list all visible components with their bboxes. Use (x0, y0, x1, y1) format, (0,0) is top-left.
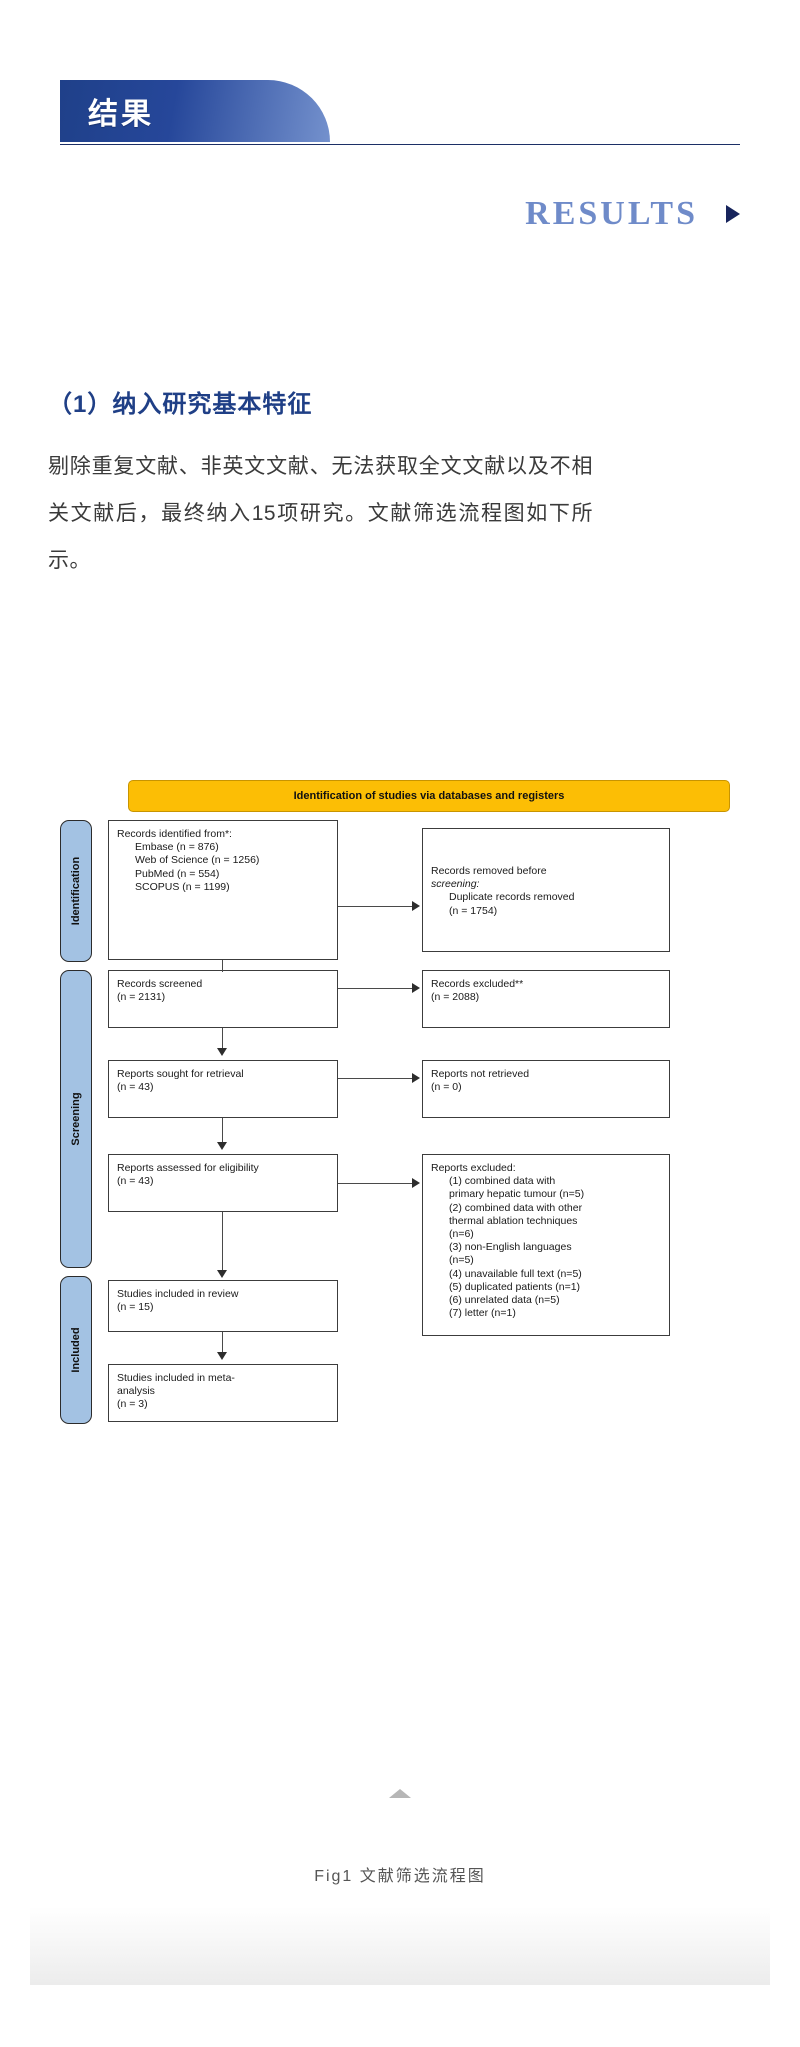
node-line: screening: (431, 878, 480, 891)
connector (222, 960, 224, 972)
node-line: (n=6) (449, 1228, 474, 1241)
node-line: Studies included in review (117, 1288, 239, 1300)
banner-shape: 结果 (60, 80, 330, 142)
connector-arrow (412, 1073, 420, 1083)
caret-up-icon[interactable] (389, 1789, 411, 1798)
results-heading: RESULTS (60, 195, 740, 233)
node-records-removed: Records removed before screening: Duplic… (422, 828, 670, 952)
connector (222, 1028, 224, 1052)
node-reports-sought: Reports sought for retrieval (n = 43) (108, 1060, 338, 1118)
node-line: Reports not retrieved (431, 1068, 530, 1080)
node-reports-not-retrieved: Reports not retrieved (n = 0) (422, 1060, 670, 1118)
banner-divider (60, 144, 740, 145)
connector (222, 1332, 224, 1356)
stage-included-label: Included (70, 1327, 82, 1373)
node-line: (n = 43) (117, 1175, 154, 1188)
node-line: analysis (117, 1385, 155, 1398)
node-line: (n = 2131) (117, 991, 166, 1004)
section-banner: 结果 (60, 80, 740, 152)
connector (338, 1183, 412, 1185)
node-records-excluded: Records excluded** (n = 2088) (422, 970, 670, 1028)
node-line: Reports sought for retrieval (117, 1068, 244, 1080)
connector-arrow (412, 901, 420, 911)
prisma-flow-diagram: Identification of studies via databases … (60, 780, 740, 1480)
node-line: (4) unavailable full text (n=5) (449, 1267, 582, 1280)
node-line: Embase (n = 876) (135, 841, 219, 854)
connector-arrow (217, 1270, 227, 1278)
stage-screening: Screening (60, 970, 92, 1268)
subsection-heading: （1）纳入研究基本特征 (48, 391, 313, 418)
stage-identification-label: Identification (70, 856, 82, 926)
node-line: Studies included in meta- (117, 1372, 235, 1384)
figure-caption: Fig1 文献筛选流程图 (314, 1868, 486, 1885)
node-line: (n=5) (449, 1254, 474, 1267)
node-line: (n = 2088) (431, 991, 480, 1004)
node-line: Reports excluded: (431, 1162, 516, 1174)
banner-title: 结果 (88, 98, 154, 131)
node-line: PubMed (n = 554) (135, 867, 220, 880)
node-line: Records screened (117, 978, 203, 990)
node-line: (1) combined data with (449, 1175, 556, 1188)
node-line: (n = 1754) (449, 904, 498, 917)
node-line: Records excluded** (431, 978, 524, 990)
node-studies-included-review: Studies included in review (n = 15) (108, 1280, 338, 1332)
node-line: (n = 3) (117, 1398, 148, 1411)
stage-identification: Identification (60, 820, 92, 962)
node-line: (n = 43) (117, 1081, 154, 1094)
connector (338, 988, 412, 990)
node-reports-assessed: Reports assessed for eligibility (n = 43… (108, 1154, 338, 1212)
node-line: (n = 15) (117, 1301, 154, 1314)
connector (338, 906, 412, 908)
triangle-right-icon (726, 205, 740, 223)
body-paragraph: 剔除重复文献、非英文文献、无法获取全文文献以及不相关文献后，最终纳入15项研究。… (48, 455, 593, 572)
node-line: primary hepatic tumour (n=5) (449, 1188, 585, 1201)
node-records-identified: Records identified from*: Embase (n = 87… (108, 820, 338, 960)
node-line: Records removed before (431, 865, 547, 877)
stage-screening-label: Screening (70, 1092, 82, 1146)
connector-arrow (217, 1352, 227, 1360)
results-label: RESULTS (525, 195, 698, 232)
connector (222, 1212, 224, 1274)
node-line: (5) duplicated patients (n=1) (449, 1280, 581, 1293)
node-line: thermal ablation techniques (449, 1214, 578, 1227)
page-footer-gradient (30, 1865, 770, 1985)
node-studies-included-meta: Studies included in meta- analysis (n = … (108, 1364, 338, 1422)
diagram-title-bar: Identification of studies via databases … (128, 780, 730, 812)
connector-arrow (412, 1178, 420, 1188)
node-line: (2) combined data with other (449, 1201, 583, 1214)
node-records-screened: Records screened (n = 2131) (108, 970, 338, 1028)
connector-arrow (217, 1048, 227, 1056)
connector-arrow (217, 1142, 227, 1150)
node-reports-excluded: Reports excluded: (1) combined data with… (422, 1154, 670, 1336)
stage-included: Included (60, 1276, 92, 1424)
node-line: SCOPUS (n = 1199) (135, 880, 230, 893)
connector (222, 1118, 224, 1146)
node-line: Web of Science (n = 1256) (135, 854, 260, 867)
node-line: (3) non-English languages (449, 1241, 572, 1254)
connector-arrow (412, 983, 420, 993)
node-line: (n = 0) (431, 1081, 462, 1094)
connector (338, 1078, 412, 1080)
node-line: Duplicate records removed (449, 891, 575, 904)
node-line: (7) letter (n=1) (449, 1307, 516, 1320)
node-line: Records identified from*: (117, 828, 232, 840)
node-line: (6) unrelated data (n=5) (449, 1294, 560, 1307)
node-line: Reports assessed for eligibility (117, 1162, 259, 1174)
